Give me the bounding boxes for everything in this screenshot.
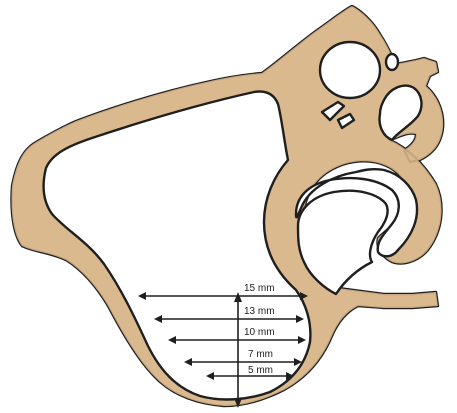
upper-round-cavity [320,42,380,98]
label-13mm: 13 mm [244,306,275,317]
label-10mm: 10 mm [244,327,275,338]
label-15mm: 15 mm [244,283,275,294]
label-5mm: 5 mm [248,365,273,376]
small-canal-top [386,54,398,70]
label-7mm: 7 mm [248,349,273,360]
